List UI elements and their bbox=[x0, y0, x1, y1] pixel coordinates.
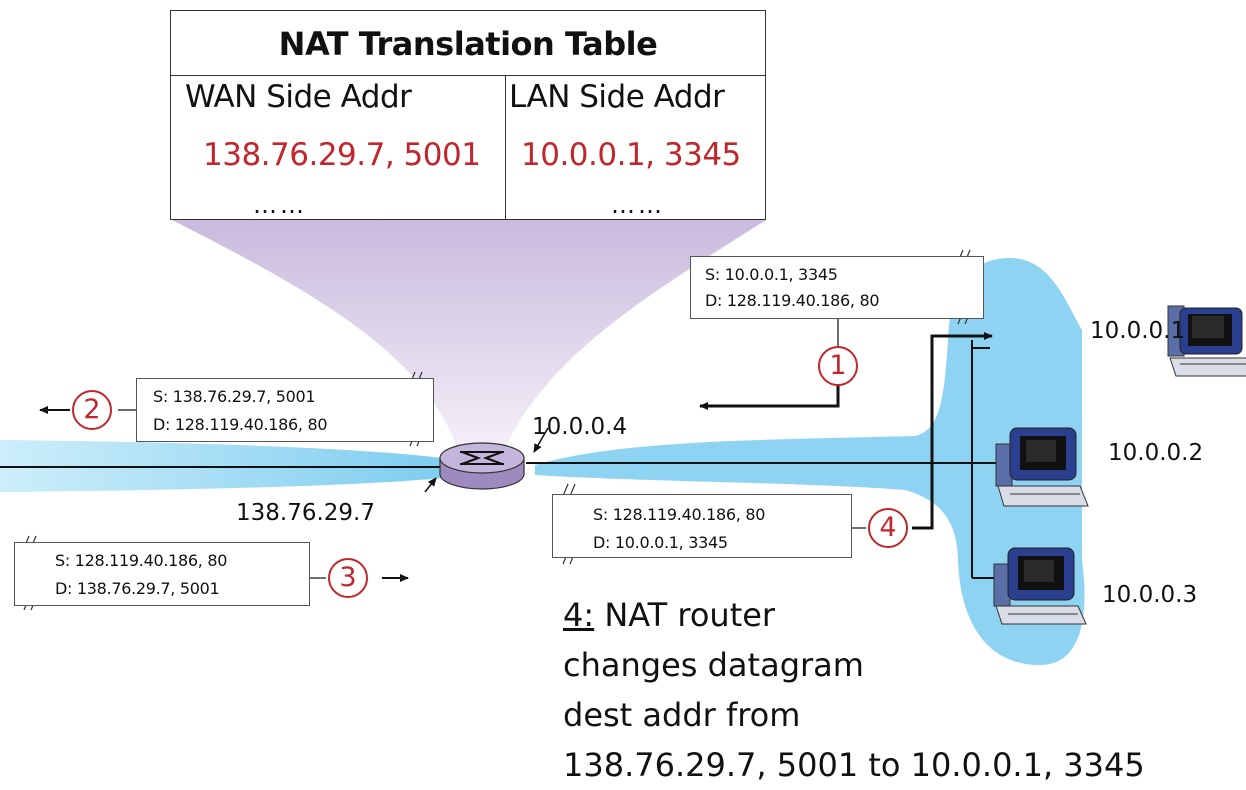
nat-table-divider bbox=[171, 75, 765, 76]
step-2-marker: 2 bbox=[72, 390, 112, 430]
packet-3-source: S: 128.119.40.186, 80 bbox=[55, 551, 228, 570]
description-line-1: NAT router bbox=[594, 596, 776, 634]
wan-column-header: WAN Side Addr bbox=[185, 79, 412, 115]
packet-1-destination: D: 128.119.40.186, 80 bbox=[705, 291, 880, 310]
nat-table-title: NAT Translation Table bbox=[278, 25, 658, 63]
host3-computer-icon bbox=[993, 547, 1087, 625]
router-wan-pointer bbox=[424, 477, 437, 493]
router-lan-address: 10.0.0.4 bbox=[532, 414, 628, 440]
step-1-marker: 1 bbox=[818, 346, 858, 386]
lan-network-region bbox=[535, 258, 1085, 665]
host-3-address: 10.0.0.3 bbox=[1102, 582, 1198, 608]
step-3-marker: 3 bbox=[328, 558, 368, 598]
step-4-description: 4: NAT router changes datagram dest addr… bbox=[563, 590, 1145, 790]
packet-2-destination: D: 128.119.40.186, 80 bbox=[153, 415, 328, 434]
packet-3-destination: D: 138.76.29.7, 5001 bbox=[55, 579, 220, 598]
description-step-label: 4: bbox=[563, 596, 595, 634]
host-1-address: 10.0.0.1 bbox=[1090, 318, 1186, 344]
description-line-3: dest addr from bbox=[563, 696, 801, 734]
packet-1-box: S: 10.0.0.1, 3345 D: 128.119.40.186, 80 bbox=[690, 256, 984, 319]
host-2-address: 10.0.0.2 bbox=[1108, 440, 1204, 466]
step-4-marker: 4 bbox=[868, 508, 908, 548]
wan-entry: 138.76.29.7, 5001 bbox=[203, 137, 481, 173]
packet-4-destination: D: 10.0.0.1, 3345 bbox=[593, 533, 728, 552]
packet-2-source: S: 138.76.29.7, 5001 bbox=[153, 387, 316, 406]
nat-funnel bbox=[172, 220, 766, 460]
packet-2-box: S: 138.76.29.7, 5001 D: 128.119.40.186, … bbox=[136, 378, 434, 442]
lan-entry: 10.0.0.1, 3345 bbox=[521, 137, 741, 173]
wan-more-rows: …… bbox=[253, 191, 307, 219]
packet1-path bbox=[699, 370, 840, 410]
nat-table-column-divider bbox=[505, 75, 506, 219]
packet-3-box: S: 128.119.40.186, 80 D: 138.76.29.7, 50… bbox=[14, 542, 310, 606]
host2-computer-icon bbox=[995, 427, 1089, 507]
packet-1-source: S: 10.0.0.1, 3345 bbox=[705, 265, 838, 284]
packet-4-source: S: 128.119.40.186, 80 bbox=[593, 505, 766, 524]
packet4-path bbox=[912, 332, 993, 530]
packet-4-box: S: 128.119.40.186, 80 D: 10.0.0.1, 3345 bbox=[552, 494, 852, 558]
description-line-2: changes datagram bbox=[563, 646, 864, 684]
lan-more-rows: …… bbox=[611, 191, 665, 219]
nat-router-icon bbox=[439, 442, 525, 490]
lan-column-header: LAN Side Addr bbox=[509, 79, 725, 115]
nat-translation-table: NAT Translation Table WAN Side Addr LAN … bbox=[170, 10, 766, 220]
host1-computer-icon bbox=[1167, 305, 1246, 377]
router-wan-address: 138.76.29.7 bbox=[236, 500, 375, 526]
description-line-4: 138.76.29.7, 5001 to 10.0.0.1, 3345 bbox=[563, 746, 1145, 784]
router-lan-pointer bbox=[533, 427, 549, 453]
